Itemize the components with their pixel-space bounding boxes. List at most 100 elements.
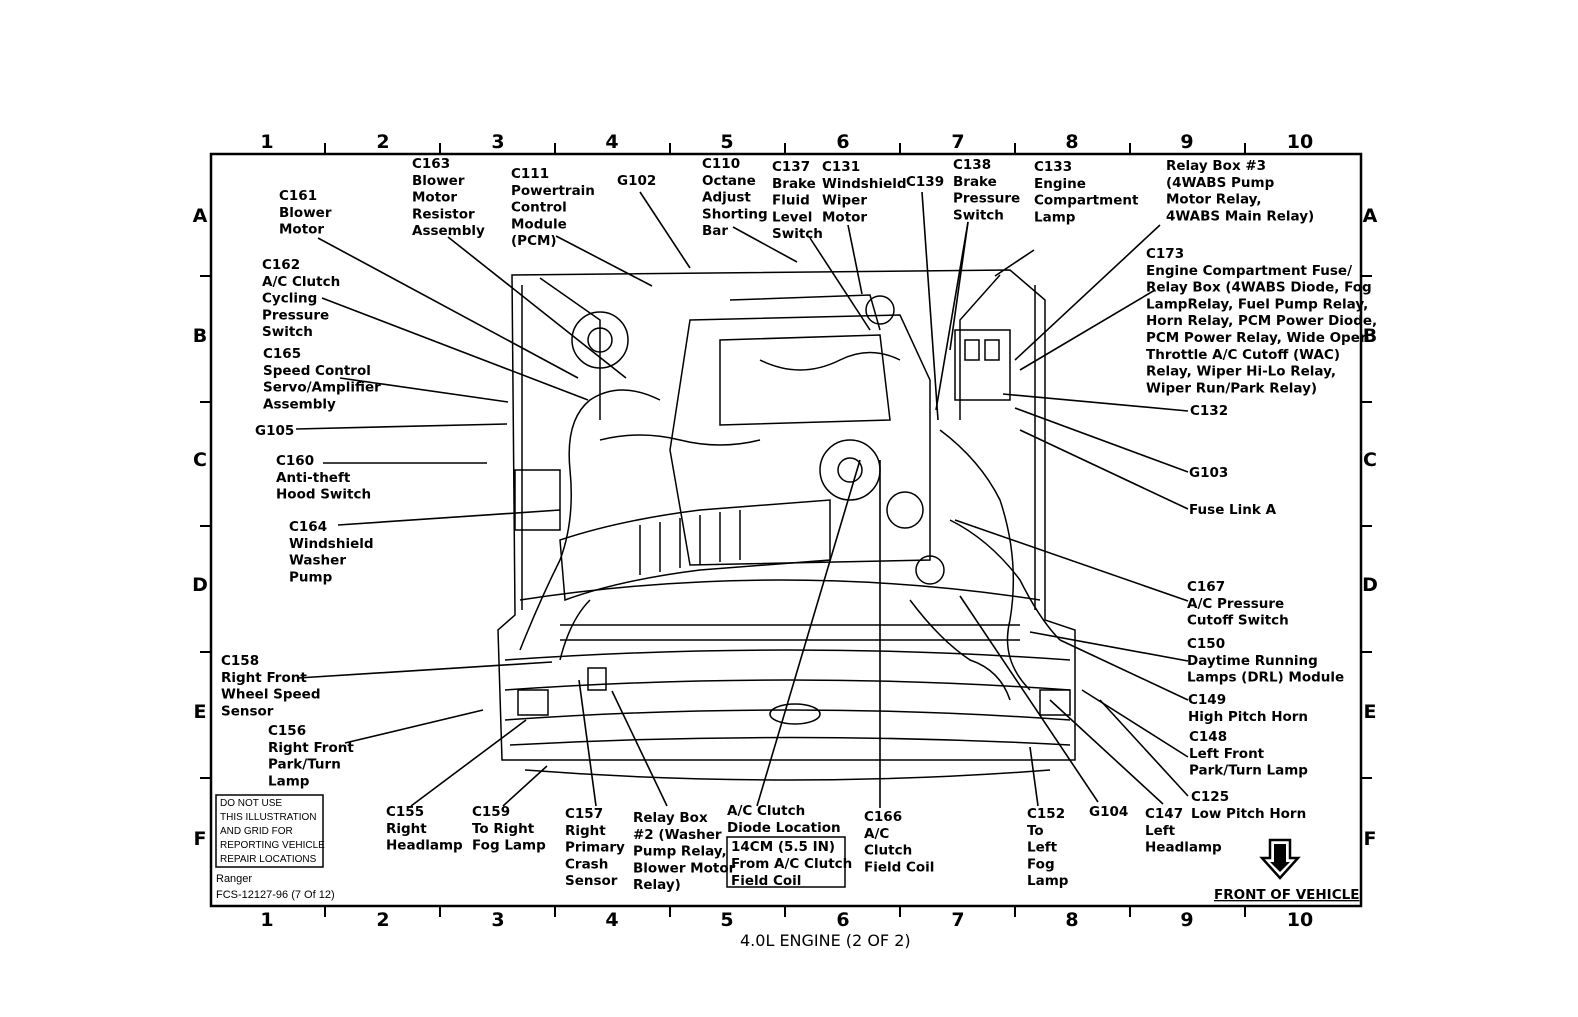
callout-line: 4WABS Main Relay) xyxy=(1166,208,1314,224)
callout-line: Shorting xyxy=(702,206,768,222)
callout-line: Switch xyxy=(262,324,313,340)
callout-line: Assembly xyxy=(412,223,485,239)
callout-line: (PCM) xyxy=(511,233,557,249)
callout-line: Left Front xyxy=(1189,746,1265,762)
callout-line: Engine xyxy=(1034,176,1086,192)
callout-line: C148 xyxy=(1189,729,1227,745)
callout-line: Daytime Running xyxy=(1187,653,1318,669)
front-of-vehicle-label: FRONT OF VEHICLE xyxy=(1214,887,1359,903)
callout-line: Servo/Amplifier xyxy=(263,380,381,396)
callout-line: G102 xyxy=(617,173,656,189)
callout-line: Pressure xyxy=(953,191,1020,207)
callout-line: C164 xyxy=(289,519,327,535)
callout-line: Left xyxy=(1145,823,1176,839)
column-label-top: 10 xyxy=(1287,131,1313,153)
callout-line: Motor Relay, xyxy=(1166,192,1262,208)
note-line: REPAIR LOCATIONS xyxy=(220,854,317,865)
callout-line: Lamp xyxy=(268,773,310,789)
callout-line: Control xyxy=(511,200,567,216)
callout-line: C149 xyxy=(1188,692,1226,708)
callout-line: C160 xyxy=(276,453,314,469)
callout-line: Compartment xyxy=(1034,193,1139,209)
callout-line: C111 xyxy=(511,166,549,182)
column-label-bottom: 4 xyxy=(605,909,618,931)
callout-line: G105 xyxy=(255,423,294,439)
callout-line: High Pitch Horn xyxy=(1188,709,1308,725)
callout-line: C165 xyxy=(263,346,301,362)
note-line: REPORTING VEHICLE xyxy=(220,840,325,851)
callout-line: Motor xyxy=(822,209,867,225)
callout-line: Sensor xyxy=(221,703,274,719)
column-label-top: 2 xyxy=(376,131,389,153)
callout-line: Blower xyxy=(279,205,332,221)
row-label-right: C xyxy=(1363,449,1377,471)
callout-line: Fog Lamp xyxy=(472,838,546,854)
spec-line: Field Coil xyxy=(731,873,801,889)
diagram-caption: 4.0L ENGINE (2 OF 2) xyxy=(740,931,911,950)
callout-line: Cutoff Switch xyxy=(1187,613,1289,629)
callout-line: Pump Relay, xyxy=(633,844,727,860)
row-label-right: B xyxy=(1363,325,1377,347)
column-label-bottom: 2 xyxy=(376,909,389,931)
callout-line: A/C Pressure xyxy=(1187,596,1284,612)
callout-line: Relay Box #3 xyxy=(1166,158,1266,174)
column-label-top: 4 xyxy=(605,131,618,153)
callout-line: Park/Turn xyxy=(268,757,341,773)
column-label-top: 3 xyxy=(491,131,504,153)
callout-line: Brake xyxy=(953,174,997,190)
callout-line: Motor xyxy=(279,222,324,238)
callout-line: Adjust xyxy=(702,190,751,206)
column-label-bottom: 3 xyxy=(491,909,504,931)
callout-line: Horn Relay, PCM Power Diode, xyxy=(1146,313,1377,329)
row-label-left: E xyxy=(194,701,207,723)
callout-line: (4WABS Pump xyxy=(1166,175,1275,191)
callout-line: Speed Control xyxy=(263,363,371,379)
callout-line: C158 xyxy=(221,653,259,669)
callout-line: Crash xyxy=(565,856,608,872)
callout-line: C138 xyxy=(953,157,991,173)
callout-line: C163 xyxy=(412,156,450,172)
callout-line: Wiper xyxy=(822,193,867,209)
callout-line: Park/Turn Lamp xyxy=(1189,763,1308,779)
model-label: Ranger xyxy=(216,873,252,885)
grid-ticks xyxy=(200,143,1372,917)
callout-line: C125 xyxy=(1191,789,1229,805)
column-label-bottom: 10 xyxy=(1287,909,1313,931)
callout-line: G104 xyxy=(1089,804,1128,820)
callout-line: Right xyxy=(565,823,606,839)
column-label-bottom: 5 xyxy=(720,909,733,931)
callout-line: C110 xyxy=(702,156,740,172)
callout-line: Engine Compartment Fuse/ xyxy=(1146,263,1352,279)
callout-line: Powertrain xyxy=(511,183,595,199)
callout-line: C152 xyxy=(1027,806,1065,822)
callout-line: Windshield xyxy=(289,536,374,552)
callout-g102: G102 xyxy=(617,173,656,189)
spec-line: From A/C Clutch xyxy=(731,856,852,872)
callout-line: C132 xyxy=(1190,403,1228,419)
row-label-left: C xyxy=(193,449,207,471)
note-line: THIS ILLUSTRATION xyxy=(220,812,317,823)
callout-line: C155 xyxy=(386,804,424,820)
spec-line: 14CM (5.5 IN) xyxy=(731,839,835,855)
callout-line: Clutch xyxy=(864,843,912,859)
callout-line: Relay Box (4WABS Diode, Fog xyxy=(1146,280,1372,296)
row-label-right: F xyxy=(1364,828,1377,850)
callout-line: Field Coil xyxy=(864,859,934,875)
